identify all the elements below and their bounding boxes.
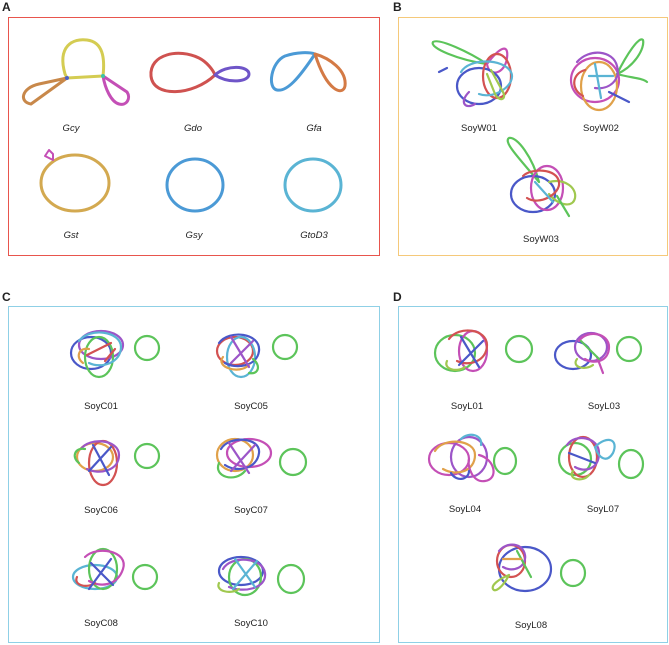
panel-c-graphics	[69, 329, 308, 597]
panel-label-c: C	[2, 290, 11, 304]
panel-d-box: SoyL01 SoyL03 SoyL04 SoyL07 SoyL08	[398, 306, 668, 643]
genome-graph-soyc01	[69, 329, 125, 379]
caption-soyc06: SoyC06	[84, 505, 118, 516]
genome-graph-gdo	[149, 51, 251, 94]
plasmid-soyl07	[617, 448, 645, 480]
genome-graph-soyc06	[73, 439, 121, 487]
genome-graph-gfa	[269, 51, 347, 93]
caption-soyc10: SoyC10	[234, 618, 268, 629]
plasmid-soyc07	[278, 447, 308, 477]
genome-graph-soyl04	[427, 433, 495, 483]
panel-a-box: Gcy Gdo Gfa Gst Gsy GtoD3	[8, 17, 380, 256]
caption-gdo: Gdo	[184, 123, 202, 134]
plasmid-soyl08	[559, 558, 587, 588]
genome-graph-soyw01	[431, 40, 514, 108]
plasmid-soyl03	[615, 335, 643, 363]
caption-soyl08: SoyL08	[514, 620, 548, 631]
genome-graph-soyw03	[506, 136, 577, 218]
plasmid-soyc01	[133, 334, 161, 362]
plasmid-soyc06	[133, 442, 161, 470]
plasmid-soyc08	[131, 563, 159, 591]
genome-graph-soyw02	[569, 38, 649, 112]
caption-soyc07: SoyC07	[234, 505, 268, 516]
plasmid-soyl04	[492, 446, 518, 476]
caption-soyl01: SoyL01	[450, 401, 484, 412]
caption-gfa: Gfa	[306, 123, 322, 134]
panel-a-graphics	[22, 38, 347, 213]
caption-soyl03: SoyL03	[587, 401, 621, 412]
caption-soyw02: SoyW02	[583, 123, 619, 134]
caption-soyw03: SoyW03	[523, 234, 559, 245]
caption-soyc08: SoyC08	[84, 618, 118, 629]
panel-b-graphics	[431, 38, 649, 218]
genome-graph-gtod3	[283, 157, 343, 213]
caption-gst: Gst	[63, 230, 79, 241]
panel-c-box: SoyC01 SoyC05 SoyC06 SoyC07 SoyC08 SoyC1…	[8, 306, 380, 643]
genome-graph-soyc07	[215, 437, 273, 479]
genome-graph-soyc05	[215, 333, 261, 379]
genome-graph-soyl01	[433, 329, 489, 373]
panel-d-graphics	[427, 329, 645, 593]
genome-graph-gsy	[165, 157, 225, 213]
plasmid-soyl01	[504, 334, 534, 364]
caption-soyc01: SoyC01	[84, 401, 118, 412]
caption-soyl04: SoyL04	[448, 504, 482, 515]
caption-gcy: Gcy	[62, 123, 80, 134]
panel-b-box: SoyW01 SoyW02 SoyW03	[398, 17, 668, 256]
panel-label-a: A	[2, 0, 11, 14]
genome-graph-soyl08	[491, 543, 553, 593]
caption-soyc05: SoyC05	[234, 401, 268, 412]
genome-graph-soyc08	[71, 547, 125, 591]
genome-graph-soyl03	[553, 331, 611, 375]
panel-label-b: B	[393, 0, 402, 14]
genome-graph-soyl07	[557, 435, 616, 481]
genome-graph-gst	[39, 149, 111, 213]
plasmid-soyc10	[276, 563, 306, 595]
caption-gtod3: GtoD3	[300, 230, 328, 241]
plasmid-soyc05	[271, 333, 299, 361]
genome-graph-soyc10	[217, 555, 267, 597]
caption-soyw01: SoyW01	[461, 123, 497, 134]
caption-soyl07: SoyL07	[586, 504, 620, 515]
caption-gsy: Gsy	[185, 230, 203, 241]
genome-graph-gcy	[22, 38, 131, 106]
panel-label-d: D	[393, 290, 402, 304]
